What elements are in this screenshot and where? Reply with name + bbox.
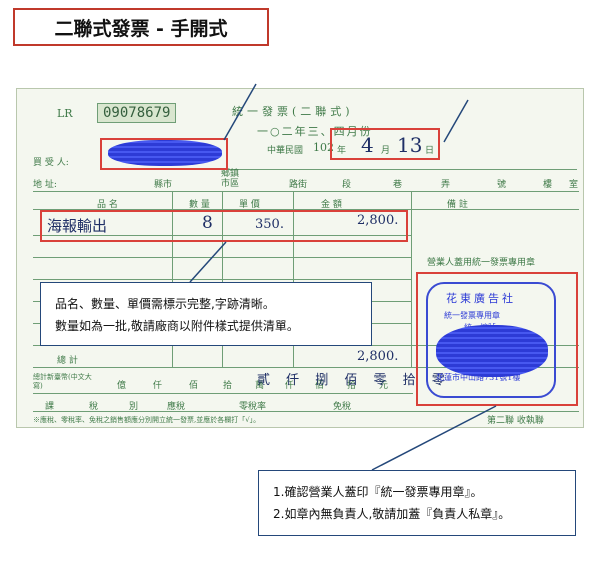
address-number: 號 xyxy=(497,180,507,190)
unit-100k: 拾 xyxy=(223,381,233,391)
address-room: 室 xyxy=(569,180,579,190)
total-label: 總 計 xyxy=(57,356,78,366)
item-price: 350. xyxy=(255,217,284,232)
address-alley: 弄 xyxy=(441,180,451,190)
unit-100: 佰 xyxy=(315,381,325,391)
item-amount: 2,800. xyxy=(357,213,399,228)
buyer-label: 買 受 人: xyxy=(33,158,69,168)
item-qty: 8 xyxy=(202,213,213,233)
invoice-number: 09078679 xyxy=(97,103,177,123)
buyer-highlight xyxy=(100,138,228,170)
address-floor: 樓 xyxy=(543,180,553,190)
date-month-unit: 月 xyxy=(381,146,391,156)
unit-1: 元 xyxy=(379,381,389,391)
item-callout: 品名、數量、單價需標示完整,字跡清晰。 數量如為一批,敬請廠商以附件樣式提供清單… xyxy=(40,282,372,346)
stamp-type: 統一發票專用章 xyxy=(444,311,500,320)
tax-label-1: 課 xyxy=(45,402,55,412)
page-title: 二聯式發票 - 手開式 xyxy=(13,8,269,46)
unit-10m: 仟 xyxy=(153,381,163,391)
col-qty-header: 數 量 xyxy=(189,200,210,210)
date-day: 13 xyxy=(397,133,423,157)
stamp-callout-line1: 1.確認營業人蓋印『統一發票專用章』。 xyxy=(273,485,483,499)
col-note-header: 備 註 xyxy=(447,200,468,210)
footer-note: ※應稅、零稅率、免稅之銷售額應分別開立統一發票,並應於各欄打「√」。 xyxy=(33,416,261,424)
tax-label-3: 別 xyxy=(129,402,139,412)
chinese-total-label: 總計新臺幣(中文大寫) xyxy=(33,373,92,390)
item-name: 海報輸出 xyxy=(47,217,108,235)
date-year: 102 xyxy=(313,141,334,154)
date-highlight xyxy=(330,128,440,160)
stamp-area-label: 營業人蓋用統一發票專用章 xyxy=(427,258,536,268)
unit-10: 拾 xyxy=(347,381,357,391)
address-lane: 巷 xyxy=(393,180,403,190)
date-year-unit: 年 xyxy=(337,146,347,156)
item-callout-line2: 數量如為一批,敬請廠商以附件樣式提供清單。 xyxy=(55,319,299,333)
address-section: 段 xyxy=(342,180,352,190)
address-county: 縣市 xyxy=(154,180,173,190)
unit-10k: 萬 xyxy=(255,381,265,391)
stamp-highlight xyxy=(416,272,578,406)
stamp-shop-name: 花東廣告社 xyxy=(446,292,516,305)
stamp-address: 花蓮市中山路731號1樓 xyxy=(436,373,521,382)
date-month: 4 xyxy=(361,133,374,157)
stamp-redaction xyxy=(436,325,548,377)
invoice-header-title: 統一發票(二聯式) xyxy=(232,105,354,118)
item-highlight xyxy=(40,210,408,242)
tax-label-5: 零稅率 xyxy=(239,402,267,412)
total-value: 2,800. xyxy=(357,349,399,364)
col-amount-header: 金 額 xyxy=(321,200,342,210)
tax-label-6: 免稅 xyxy=(333,402,352,412)
chinese-amount: 貳 仟 捌 佰 零 拾 零 xyxy=(257,373,451,388)
copy-label: 第二聯 收執聯 xyxy=(487,416,544,426)
address-district: 鄉鎮市區 xyxy=(221,169,240,189)
address-road: 路街 xyxy=(289,180,308,190)
buyer-redaction xyxy=(108,140,222,166)
col-item-header: 品 名 xyxy=(97,200,118,210)
tax-label-4: 應稅 xyxy=(167,402,186,412)
unit-1k: 仟 xyxy=(285,381,295,391)
stamp-callout-line2: 2.如章內無負責人,敬請加蓋『負責人私章』。 xyxy=(273,507,511,521)
stamp-callout: 1.確認營業人蓋印『統一發票專用章』。 2.如章內無負責人,敬請加蓋『負責人私章… xyxy=(258,470,576,536)
item-callout-line1: 品名、數量、單價需標示完整,字跡清晰。 xyxy=(55,297,275,311)
col-price-header: 單 價 xyxy=(239,200,260,210)
tax-label-2: 稅 xyxy=(89,402,99,412)
unit-100m: 億 xyxy=(117,381,127,391)
date-day-unit: 日 xyxy=(425,146,435,156)
unit-1m: 佰 xyxy=(189,381,199,391)
invoice-form: LR 09078679 統一發票(二聯式) 一○二年三、四月份 中華民國 102… xyxy=(16,88,584,428)
address-label: 地 址: xyxy=(33,180,57,190)
date-prefix: 中華民國 xyxy=(267,146,304,156)
lr-label: LR xyxy=(57,107,73,120)
